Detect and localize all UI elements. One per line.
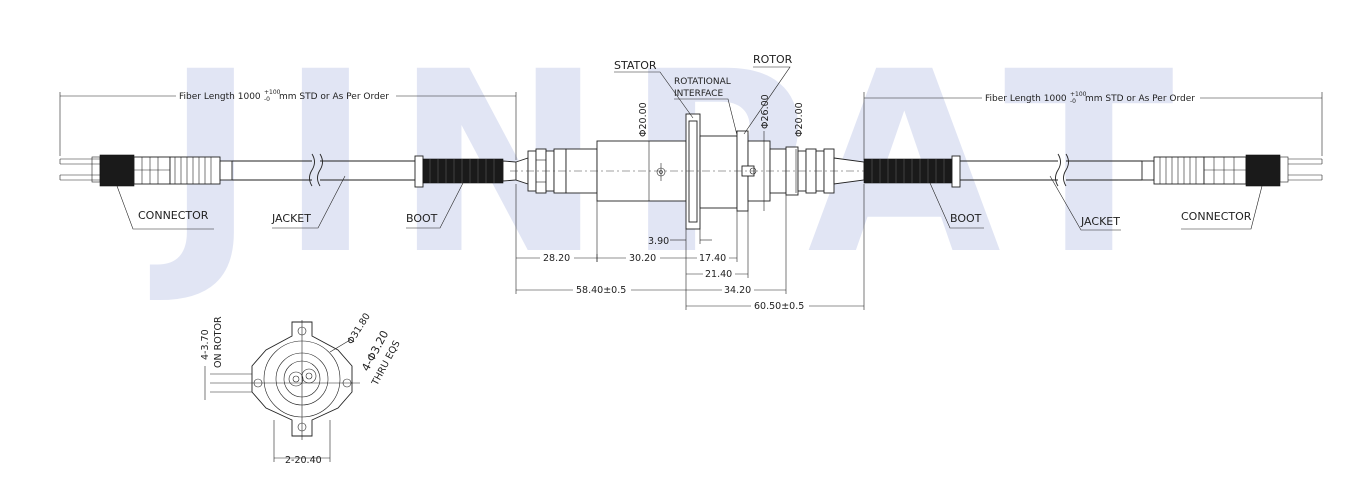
right-fiber-assembly	[863, 153, 1323, 188]
diameter-labels: Φ20.00 Φ26.00 Φ20.00	[638, 94, 805, 211]
dim-flange-dia: Φ31.80	[345, 311, 373, 346]
tol-plus-left: +100	[264, 89, 281, 96]
dim-17-40: 17.40	[699, 253, 726, 264]
dim-3-90: 3.90	[648, 236, 669, 247]
fiber-length-right: Fiber Length 1000 +100 -0 mm STD or As P…	[863, 91, 1323, 160]
dim-bottom: 2-20.40	[285, 455, 322, 466]
tol-minus-right: -0	[1070, 98, 1076, 105]
dim-28-20: 28.20	[543, 253, 570, 264]
rot-interface-label-2: INTERFACE	[674, 89, 723, 99]
rot-interface-label-1: ROTATIONAL	[674, 77, 731, 87]
tol-plus-right: +100	[1070, 91, 1087, 98]
dim-34-20: 34.20	[724, 285, 751, 296]
dim-on-rotor-2: ON ROTOR	[213, 316, 224, 368]
slip-ring-body	[510, 113, 870, 230]
boot-right-label: BOOT	[950, 212, 982, 225]
right-boot	[863, 158, 953, 184]
tol-minus-left: -0	[264, 96, 270, 103]
rotor-label: ROTOR	[753, 53, 793, 66]
dim-60-50: 60.50±0.5	[754, 301, 804, 312]
dia-stator: Φ20.00	[638, 102, 649, 137]
jacket-right-label: JACKET	[1080, 215, 1120, 228]
dim-58-40: 58.40±0.5	[576, 285, 626, 296]
left-fiber-assembly	[59, 153, 517, 188]
fiber-length-right-text: Fiber Length 1000	[985, 94, 1067, 104]
fiber-length-left: Fiber Length 1000 +100 -0 mm STD or As P…	[59, 89, 517, 160]
end-view: 4-3.70 ON ROTOR Φ31.80 4-Φ3.20 THRU EQS …	[200, 311, 403, 466]
right-connector-dark	[1245, 154, 1281, 187]
fiber-suffix-left: mm STD or As Per Order	[279, 92, 389, 102]
connector-left-label: CONNECTOR	[138, 209, 209, 222]
dim-30-20: 30.20	[629, 253, 656, 264]
dia-rotor: Φ26.00	[760, 94, 771, 129]
jacket-left-label: JACKET	[271, 212, 311, 225]
left-connector-dark	[99, 154, 135, 187]
dim-21-40: 21.40	[705, 269, 732, 280]
connector-right-label: CONNECTOR	[1181, 210, 1252, 223]
linear-dimensions: 3.90 28.20 30.20 17.40 21.40 58.40±0.5 3…	[515, 184, 865, 312]
fiber-length-left-text: Fiber Length 1000	[179, 92, 261, 102]
stator-label: STATOR	[614, 59, 657, 72]
boot-left-label: BOOT	[406, 212, 438, 225]
fiber-suffix-right: mm STD or As Per Order	[1085, 94, 1195, 104]
left-boot	[422, 158, 504, 184]
dim-on-rotor-1: 4-3.70	[200, 329, 211, 360]
callouts: STATOR ROTATIONAL INTERFACE ROTOR CONNEC…	[116, 53, 1263, 231]
dia-right: Φ20.00	[794, 102, 805, 137]
